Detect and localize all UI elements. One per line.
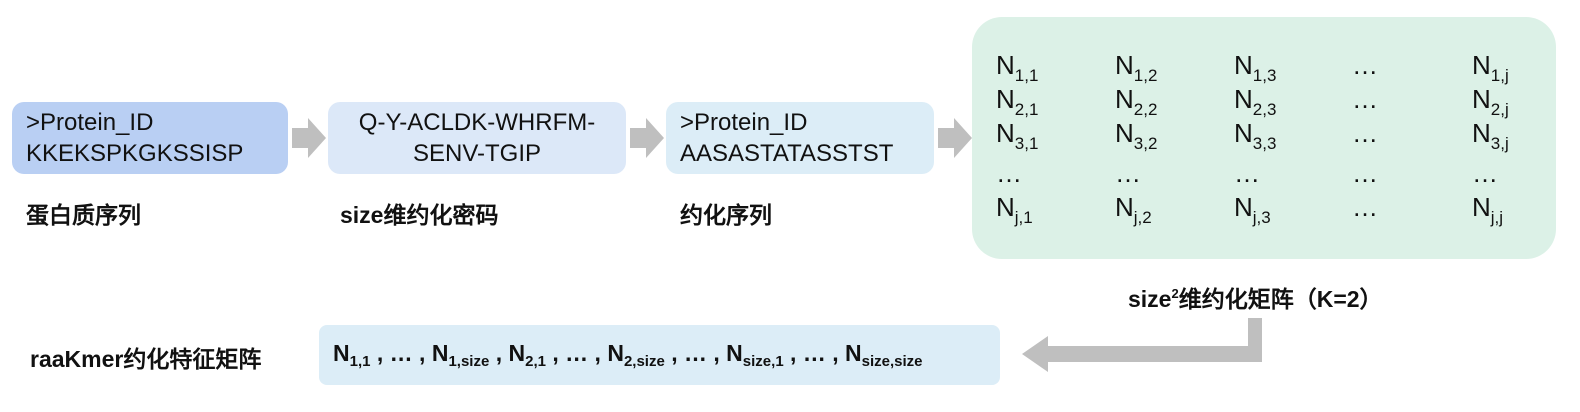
reduction-code-line2: SENV-TGIP — [412, 140, 542, 167]
matrix-cell: Nj,j — [1472, 192, 1504, 227]
matrix-cell: N1,1 — [996, 50, 1039, 85]
matrix-cell: … — [1472, 158, 1498, 188]
matrix-cell: N1,j — [1472, 50, 1509, 85]
reduction-code-line1: Q-Y-ACLDK-WHRFM- — [358, 109, 596, 136]
protein-id-label: >Protein_ID — [26, 109, 154, 136]
matrix-cell: Nj,2 — [1115, 192, 1152, 227]
protein-sequence-box: >Protein_ID KKEKSPKGKSSISP — [12, 102, 288, 174]
feature-item: N1,size — [431, 340, 490, 370]
feature-separator: , — [370, 340, 390, 366]
feature-item: … — [802, 340, 826, 366]
matrix-cell: N2,3 — [1234, 84, 1277, 119]
reduced-id-label: >Protein_ID — [680, 109, 808, 136]
matrix-caption-suffix: 维约化矩阵（K=2） — [1178, 286, 1383, 312]
matrix-cell: N2,j — [1472, 84, 1509, 119]
feature-separator: , — [783, 340, 803, 366]
feature-item: N1,1 — [333, 340, 371, 370]
feature-item: Nsize,1 — [726, 340, 784, 370]
feature-item: N2,1 — [508, 340, 546, 370]
arrow-right-icon — [630, 118, 664, 158]
reduced-sequence-text: AASASTATASSTST — [680, 140, 894, 167]
matrix-cell: N3,3 — [1234, 118, 1277, 153]
feature-item: N2,size — [607, 340, 665, 370]
feature-separator: , — [588, 340, 608, 366]
matrix-cell: … — [1352, 118, 1378, 148]
matrix-cell: N3,2 — [1115, 118, 1158, 153]
matrix-cell: N3,1 — [996, 118, 1039, 153]
matrix-cell: … — [1352, 50, 1378, 80]
matrix-cell: N2,2 — [1115, 84, 1158, 119]
protein-sequence-caption: 蛋白质序列 — [26, 202, 141, 228]
reduced-sequence-caption: 约化序列 — [680, 202, 772, 228]
matrix-cell: … — [1352, 158, 1378, 188]
matrix-cell: N3,j — [1472, 118, 1509, 153]
matrix-cell: Nj,3 — [1234, 192, 1271, 227]
reduction-code-caption: size维约化密码 — [340, 202, 499, 228]
matrix-cell: … — [1352, 192, 1378, 222]
matrix-cell: … — [1115, 158, 1141, 188]
elbow-arrow-left-icon — [1022, 318, 1262, 372]
reduced-matrix-caption: size2维约化矩阵（K=2） — [1128, 280, 1383, 314]
matrix-caption-prefix: size — [1128, 286, 1172, 312]
matrix-cell: N1,2 — [1115, 50, 1158, 85]
feature-separator: , — [825, 340, 846, 366]
feature-separator: , — [489, 340, 509, 366]
matrix-cell: … — [1234, 158, 1260, 188]
reduction-code-box: Q-Y-ACLDK-WHRFM- SENV-TGIP — [328, 102, 626, 174]
protein-sequence-text: KKEKSPKGKSSISP — [26, 140, 244, 167]
feature-separator: , — [707, 340, 727, 366]
feature-separator: , — [412, 340, 432, 366]
feature-item: … — [684, 340, 707, 366]
reduced-matrix-panel — [972, 17, 1556, 259]
matrix-caption-superscript: 2 — [1171, 286, 1179, 301]
feature-separator: , — [664, 340, 684, 366]
reduced-sequence-box: >Protein_ID AASASTATASSTST — [666, 102, 934, 174]
matrix-cell: … — [1352, 84, 1378, 114]
matrix-cell: N1,3 — [1234, 50, 1277, 85]
feature-vector-box: N1,1 , … , N1,size , N2,1 , … , N2,size … — [319, 325, 1000, 385]
matrix-cell: … — [996, 158, 1022, 188]
feature-separator: , — [545, 340, 566, 366]
arrow-right-icon — [292, 118, 326, 158]
feature-matrix-caption: raaKmer约化特征矩阵 — [30, 346, 262, 372]
arrow-right-icon — [938, 118, 972, 158]
feature-item: Nsize,size — [845, 340, 923, 370]
matrix-cell: N2,1 — [996, 84, 1039, 119]
matrix-cell: Nj,1 — [996, 192, 1033, 227]
feature-item: … — [565, 340, 589, 366]
feature-item: … — [389, 340, 413, 366]
